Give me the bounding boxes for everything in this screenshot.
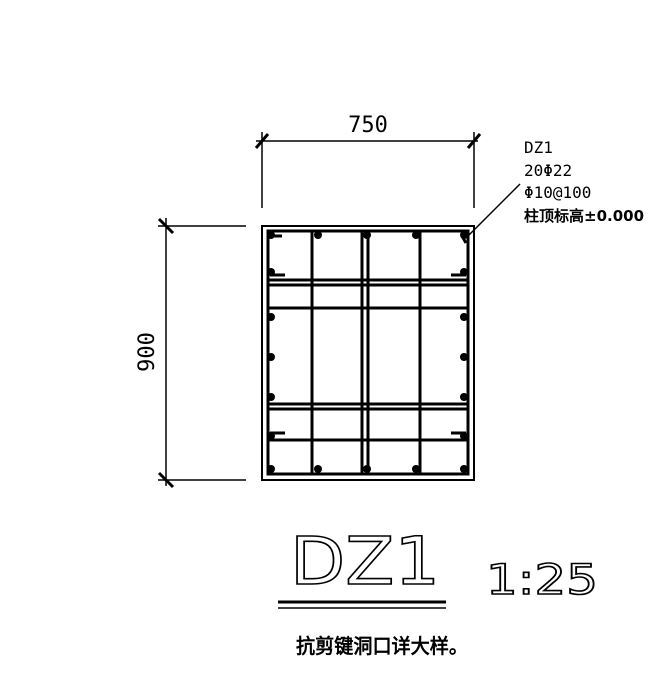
rebar	[267, 313, 275, 321]
rebar	[314, 231, 322, 239]
annotation-line-3: Φ10@100	[524, 183, 591, 202]
rebar	[460, 432, 468, 440]
detail-title: DZ1	[290, 523, 440, 600]
width-dimension	[254, 132, 482, 208]
rebar	[363, 231, 371, 239]
rebar	[267, 353, 275, 361]
rebar-dots	[267, 231, 468, 473]
rebar	[460, 268, 468, 276]
rebar	[412, 231, 420, 239]
height-dimension	[157, 217, 246, 489]
detail-caption: 抗剪键洞口详大样。	[296, 634, 468, 658]
rebar	[267, 465, 275, 473]
rebar	[460, 393, 468, 401]
column-section	[261, 225, 475, 481]
rebar	[412, 465, 420, 473]
rebar	[267, 393, 275, 401]
rebar	[363, 465, 371, 473]
title-underline	[278, 600, 446, 609]
width-label: 750	[348, 113, 388, 138]
annotation-leader	[467, 183, 521, 237]
annotation-line-2: 20Φ22	[524, 161, 572, 180]
height-label: 900	[135, 332, 160, 372]
detail-scale: 1:25	[486, 555, 598, 604]
rebar	[267, 231, 275, 239]
annotation-line-4: 柱顶标高±0.000	[524, 207, 644, 225]
rebar	[267, 268, 275, 276]
rebar	[267, 432, 275, 440]
rebar	[460, 313, 468, 321]
rebar	[460, 465, 468, 473]
rebar	[314, 465, 322, 473]
rebar	[460, 353, 468, 361]
rebar	[460, 231, 468, 239]
annotation-line-1: DZ1	[524, 138, 553, 157]
